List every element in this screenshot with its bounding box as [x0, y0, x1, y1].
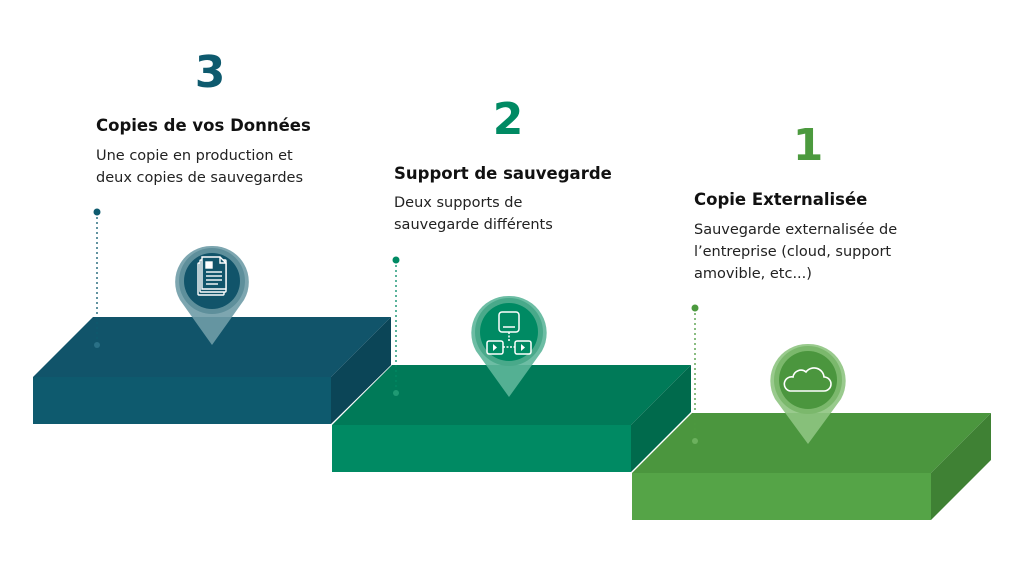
- step-2-number: 2: [492, 94, 524, 145]
- step-1-description: Sauvegarde externalisée de l’entreprise …: [694, 219, 897, 285]
- connector-step-2: [392, 256, 400, 396]
- step-3-title: Copies de vos Données: [96, 116, 311, 135]
- step-3-desc-line: Une copie en production et: [96, 148, 293, 164]
- block-3-top: [33, 317, 391, 377]
- step-3-number: 3: [194, 47, 226, 98]
- block-1-front: [632, 473, 931, 520]
- storage-devices-icon: [486, 311, 532, 355]
- connector-step-3: [93, 208, 101, 348]
- step-1-desc-line: Sauvegarde externalisée de: [694, 222, 898, 238]
- step-1-desc-line: amovible, etc...): [694, 266, 812, 282]
- block-1-top: [632, 413, 991, 473]
- block-2-side: [631, 365, 691, 472]
- block-2-front: [332, 425, 631, 472]
- connector-1-top-dot: [691, 304, 699, 312]
- connector-3-bottom-dot: [94, 342, 100, 348]
- step-2-desc-line: Deux supports de: [394, 195, 523, 211]
- step-3-desc-line: deux copies de sauvegardes: [96, 170, 304, 186]
- connector-2-bottom-dot: [393, 390, 399, 396]
- block-step-1: [632, 413, 991, 520]
- pin-step-3: [175, 245, 249, 345]
- connector-1-bottom-dot: [692, 438, 698, 444]
- cloud-icon: [783, 367, 832, 392]
- connector-step-1: [691, 304, 699, 444]
- step-1-desc-line: l’entreprise (cloud, support: [694, 244, 892, 260]
- pin-step-2: [471, 295, 547, 397]
- connector-2-top-dot: [392, 256, 400, 264]
- step-1-number: 1: [792, 120, 824, 171]
- block-3-front: [33, 377, 331, 424]
- step-2-title: Support de sauvegarde: [394, 164, 612, 183]
- step-1-title: Copie Externalisée: [694, 190, 868, 209]
- step-3-description: Une copie en production et deux copies d…: [96, 145, 303, 189]
- documents-icon: [197, 256, 227, 296]
- block-3-side: [331, 317, 391, 424]
- step-2-description: Deux supports de sauvegarde différents: [394, 192, 553, 236]
- block-2-top: [332, 365, 691, 425]
- pin-step-1: [770, 343, 846, 444]
- block-1-side: [931, 413, 991, 520]
- connector-3-top-dot: [93, 208, 101, 216]
- block-step-3: [33, 317, 391, 424]
- step-2-desc-line: sauvegarde différents: [394, 217, 553, 233]
- block-step-2: [332, 365, 691, 472]
